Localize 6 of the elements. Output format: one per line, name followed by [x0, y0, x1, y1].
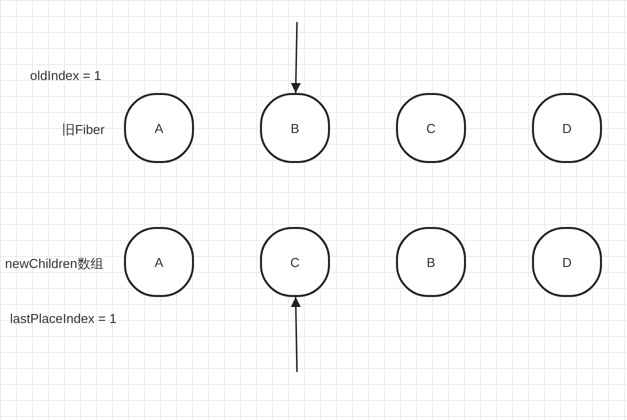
arrow: [290, 22, 301, 94]
row-label: oldIndex = 1: [30, 68, 102, 83]
arrow: [290, 296, 301, 372]
row-label: lastPlaceIndex = 1: [10, 311, 117, 326]
row-label: 旧Fiber: [62, 121, 105, 139]
row-label: newChildren数组: [5, 255, 104, 273]
